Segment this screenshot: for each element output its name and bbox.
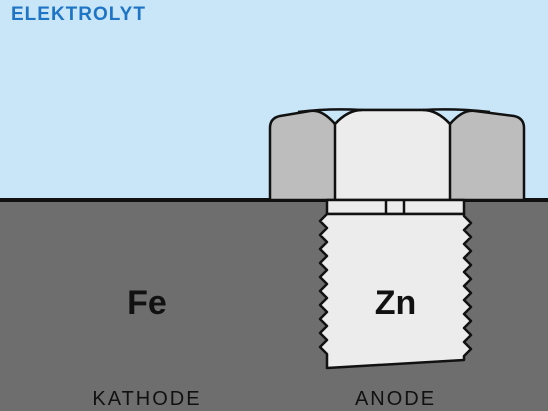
bolt-head-front-face xyxy=(333,108,452,202)
bolt-head-top-edge xyxy=(297,108,491,114)
bolt-shaft xyxy=(318,212,473,370)
electrolyte-label: ELEKTROLYT xyxy=(11,4,146,25)
cathode-label: KATHODE xyxy=(92,388,202,410)
metal-fe-label: Fe xyxy=(127,284,167,322)
zinc-bolt xyxy=(268,108,526,370)
anode-label: ANODE xyxy=(354,388,437,410)
bolt-washer xyxy=(325,198,466,216)
metal-zn-label: Zn xyxy=(374,284,417,322)
